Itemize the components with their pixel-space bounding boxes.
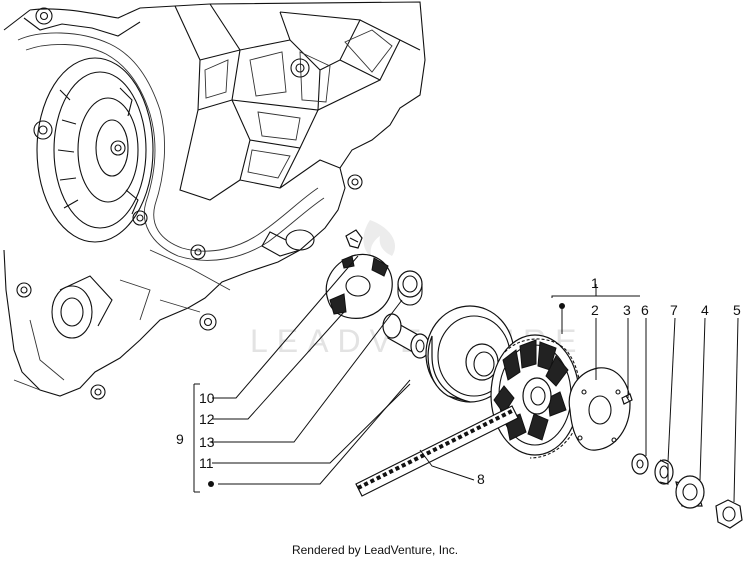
callout-2: 2: [591, 302, 599, 318]
bullet-part-9: [208, 481, 214, 487]
part-1-fixed-pulley-fan: [490, 334, 582, 459]
callout-1: 1: [591, 275, 599, 291]
part-4-spacer: [675, 475, 705, 509]
callout-8: 8: [477, 471, 485, 487]
part-3-screw: [621, 393, 633, 405]
callout-labels: 1 2 3 4 5 6 7 8 9 10 11 12 13: [176, 275, 741, 487]
part-11-sleeve: [382, 313, 430, 359]
callout-12: 12: [199, 411, 215, 427]
footer-credit: Rendered by LeadVenture, Inc.: [291, 543, 459, 557]
callout-7: 7: [670, 302, 678, 318]
movable-pulley-half: [425, 305, 515, 403]
part-12-ramp-plate: [325, 253, 393, 319]
part-10-clip: [345, 229, 363, 249]
part-6-washer: [631, 453, 649, 475]
callout-5: 5: [733, 302, 741, 318]
part-7-bushing: [654, 459, 674, 485]
callout-6: 6: [641, 302, 649, 318]
part-13-bushing: [397, 270, 423, 306]
part-2-cover-plate: [568, 367, 631, 451]
part-8-belt: [355, 405, 519, 497]
callout-9: 9: [176, 431, 184, 447]
crankcase-housing: [3, 1, 426, 400]
callout-3: 3: [623, 302, 631, 318]
bullet-part-1: [559, 303, 565, 309]
callout-4: 4: [701, 302, 709, 318]
part-5-nut: [715, 499, 743, 529]
callout-10: 10: [199, 390, 215, 406]
callout-13: 13: [199, 434, 215, 450]
leader-lines: [193, 255, 739, 503]
callout-11: 11: [199, 455, 214, 471]
